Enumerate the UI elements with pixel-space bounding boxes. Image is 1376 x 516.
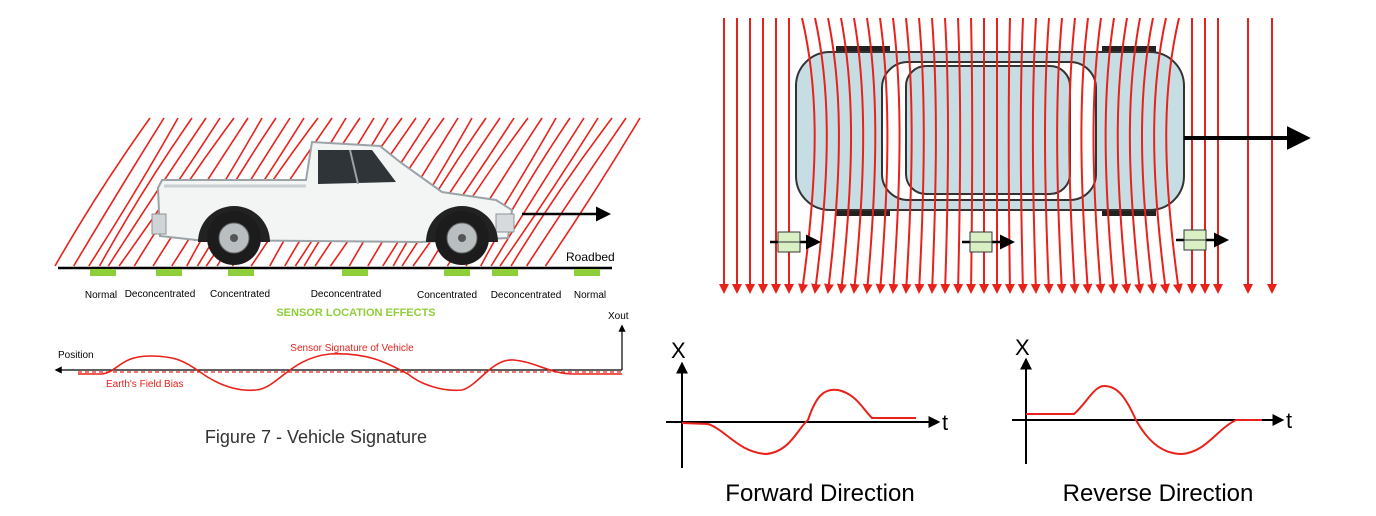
field-line: [401, 117, 501, 267]
sensor-position-label: Concentrated: [210, 289, 270, 300]
bias-label: Earth's Field Bias: [106, 379, 184, 390]
field-line: [1068, 17, 1080, 294]
sensor-position-label: Deconcentrated: [311, 289, 382, 300]
field-line: [940, 17, 951, 294]
reverse-caption: Reverse Direction: [1063, 480, 1254, 507]
field-line: [849, 17, 865, 294]
sensor-pad: [444, 269, 470, 276]
curve-label: Sensor Signature of Vehicle: [290, 343, 414, 354]
field-line: [1080, 17, 1093, 294]
field-line: [1030, 17, 1041, 294]
sensor-position-label: Concentrated: [417, 290, 477, 301]
field-line: [1056, 17, 1067, 294]
field-lines-vertical: [719, 17, 1277, 294]
sensor-pad: [228, 269, 254, 276]
forward-direction-plot: X t Forward Direction: [666, 338, 948, 507]
field-line: [914, 17, 925, 294]
y-axis-label: Xout: [608, 311, 629, 322]
signature-curve: [78, 353, 622, 392]
sensor-position-label: Normal: [85, 290, 117, 301]
sensor-pad: [492, 269, 518, 276]
sensor-pad: [342, 269, 368, 276]
sensor-icon: [770, 231, 821, 253]
field-line: [836, 17, 853, 294]
sensor-position-label: Normal: [574, 290, 606, 301]
field-line: [544, 117, 641, 267]
x-axis-label: t: [942, 410, 948, 435]
sensor-icon: [962, 231, 1015, 253]
field-line: [888, 17, 901, 294]
field-line: [1165, 17, 1183, 294]
field-line: [927, 17, 938, 294]
sensor-position-label: Deconcentrated: [491, 290, 562, 301]
field-line: [73, 117, 165, 267]
reverse-signal-curve: [1026, 384, 1262, 456]
sensor-position-label: Deconcentrated: [125, 289, 196, 300]
field-line: [1128, 17, 1145, 294]
field-line: [1153, 17, 1170, 294]
sensor-pads: [90, 269, 600, 276]
field-line: [499, 117, 599, 267]
sensor-pad: [156, 269, 182, 276]
field-line: [480, 117, 571, 267]
field-line: [525, 117, 627, 267]
roadbed-label: Roadbed: [566, 250, 615, 264]
field-line: [1092, 17, 1106, 294]
sensor-icon: [1176, 229, 1229, 251]
figure-caption: Figure 7 - Vehicle Signature: [205, 427, 427, 447]
field-line: [862, 17, 877, 294]
x-axis-label: t: [1286, 408, 1292, 433]
field-line: [823, 17, 840, 294]
field-line: [1141, 17, 1158, 294]
field-line: [490, 117, 585, 267]
right-panel: [719, 17, 1311, 294]
field-line: [88, 117, 179, 267]
forward-caption: Forward Direction: [725, 480, 914, 507]
y-axis-label: X: [1015, 335, 1030, 360]
field-line: [54, 117, 151, 267]
car-top-view: [795, 46, 1185, 216]
field-line: [953, 17, 964, 294]
pickup-truck-illustration: [151, 140, 515, 265]
section-title: SENSOR LOCATION EFFECTS: [276, 307, 435, 319]
sensor-position-labels: Normal Deconcentrated Concentrated Decon…: [85, 289, 606, 301]
field-line: [412, 117, 515, 267]
field-line: [510, 117, 613, 267]
x-axis-label: Position: [58, 350, 94, 361]
field-line: [901, 17, 913, 294]
y-axis-label: X: [671, 338, 686, 363]
sensor-pad: [574, 269, 600, 276]
left-panel: Roadbed Normal Deconcentrated Concentrat…: [54, 117, 641, 447]
field-line: [1017, 17, 1028, 294]
signature-plot: Xout Position Sensor Signature of Vehicl…: [54, 311, 629, 392]
field-line: [1104, 17, 1119, 294]
forward-signal-curve: [681, 388, 916, 456]
field-line: [1116, 17, 1132, 294]
sensor-pad: [90, 269, 116, 276]
field-line: [98, 117, 193, 267]
reverse-direction-plot: X t Reverse Direction: [1012, 335, 1292, 507]
field-line: [1043, 17, 1054, 294]
field-line: [875, 17, 889, 294]
